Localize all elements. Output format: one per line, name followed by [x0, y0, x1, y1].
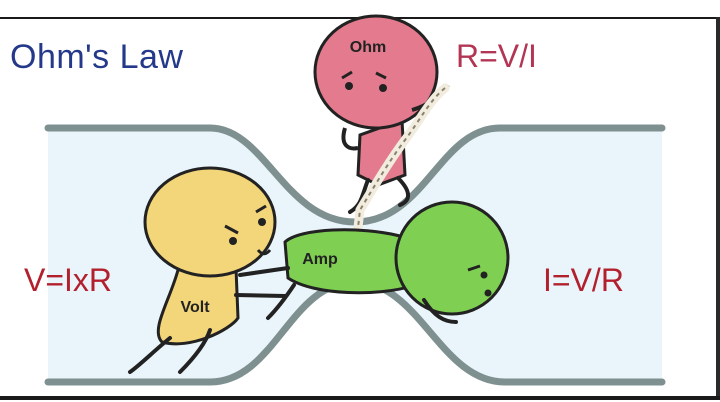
amp-label: Amp	[302, 251, 338, 268]
current-formula: I=V/R	[543, 262, 624, 298]
volt-character	[128, 166, 290, 374]
bottom-border-line	[0, 396, 720, 400]
amp-character	[266, 200, 510, 324]
page-title: Ohm's Law	[10, 38, 184, 76]
resistance-formula: R=V/I	[456, 38, 537, 74]
volt-label: Volt	[180, 299, 210, 316]
ohm-label: Ohm	[350, 39, 386, 56]
voltage-formula: V=IxR	[24, 262, 113, 298]
ohm-character	[313, 14, 450, 214]
right-border-line	[716, 17, 720, 400]
